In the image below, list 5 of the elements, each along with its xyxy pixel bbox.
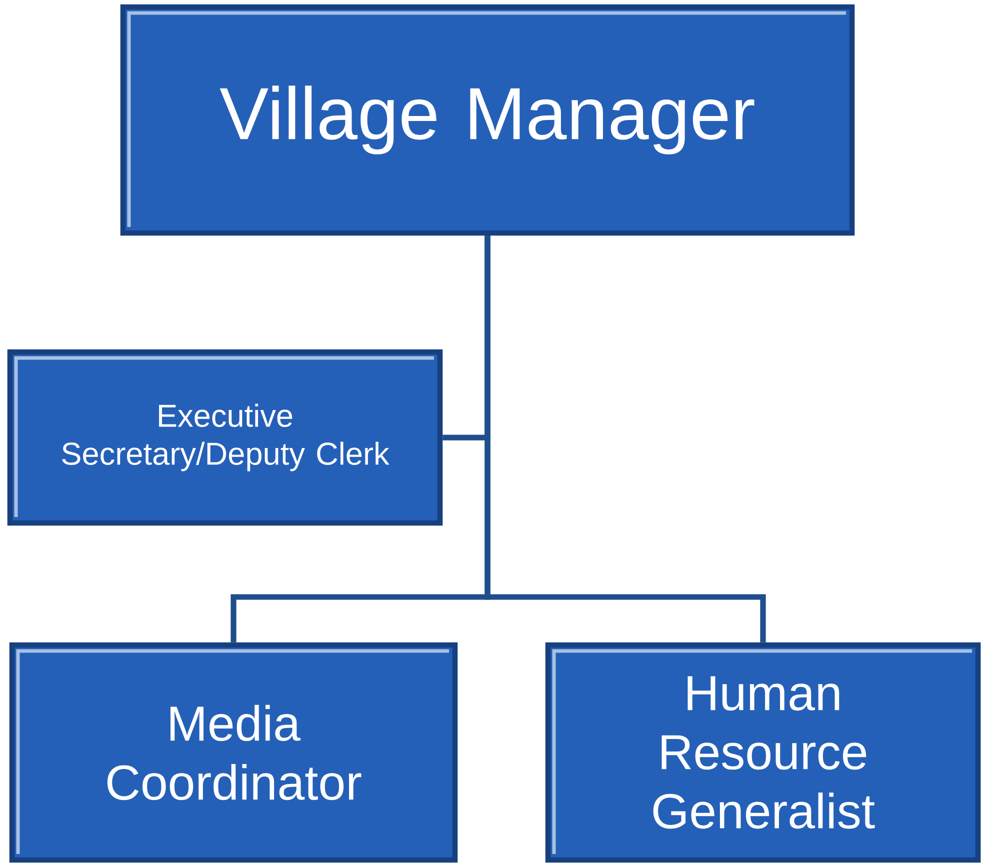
org-box: Village Manager [120, 4, 855, 236]
org-box: Media Coordinator [9, 642, 458, 863]
org-box: Executive Secretary/Deputy Clerk [7, 349, 443, 526]
org-box: Human Resource Generalist [545, 642, 981, 863]
connector-line [484, 236, 766, 642]
